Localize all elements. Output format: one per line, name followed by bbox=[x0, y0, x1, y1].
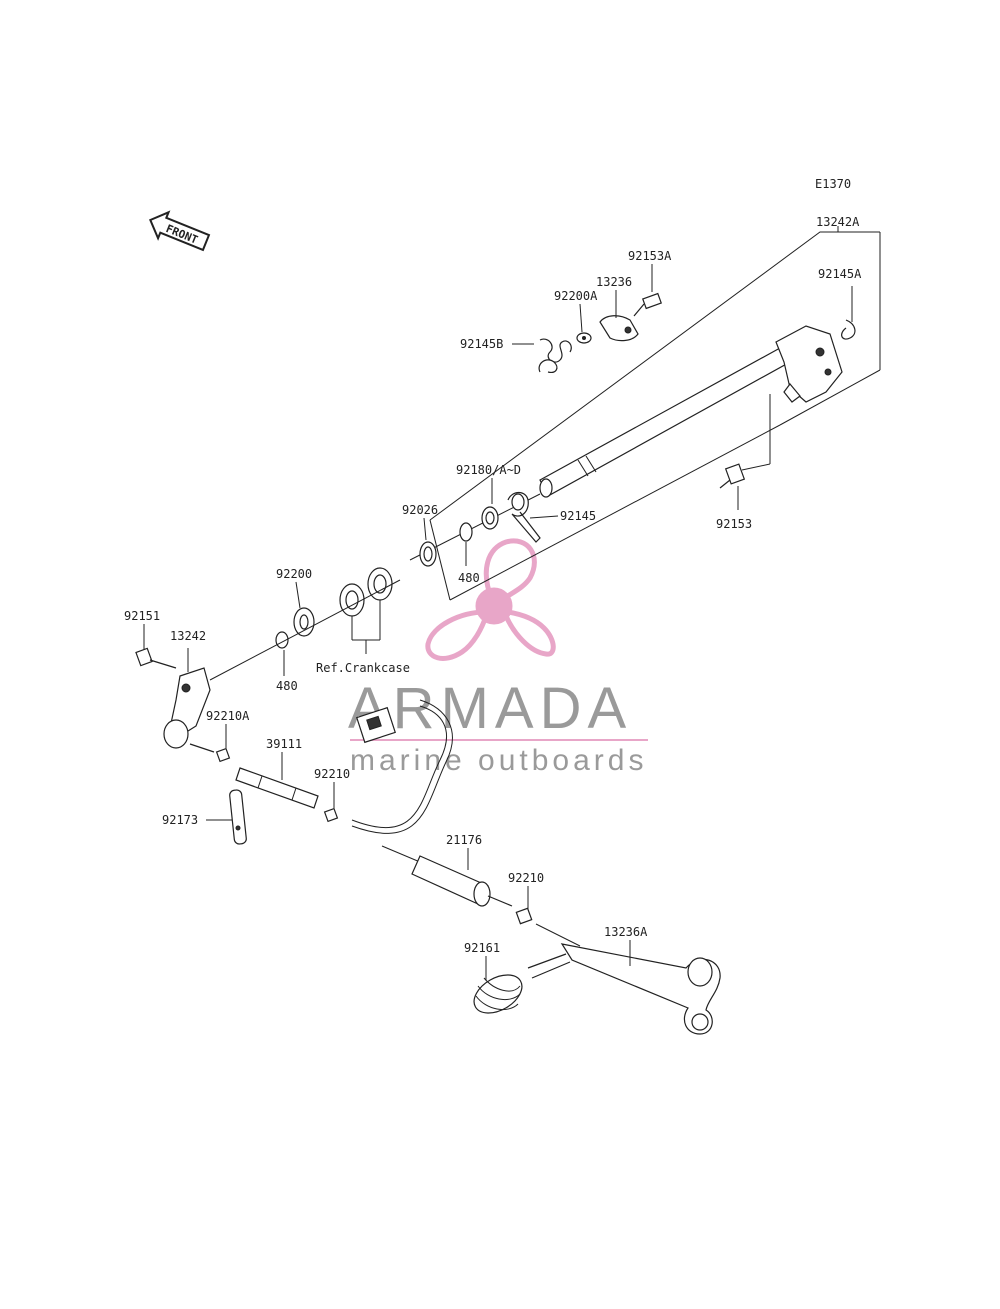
label-13236A[interactable]: 13236A bbox=[604, 925, 648, 939]
label-92161[interactable]: 92161 bbox=[464, 941, 500, 955]
label-39111[interactable]: 39111 bbox=[266, 737, 302, 751]
circlip-480-lower bbox=[275, 631, 289, 676]
clamp-92173 bbox=[206, 789, 247, 845]
front-arrow-icon: FRONT bbox=[149, 210, 211, 252]
label-92200A[interactable]: 92200A bbox=[554, 289, 598, 303]
washer-92200 bbox=[293, 581, 315, 637]
shift-pedal-13236A bbox=[527, 940, 721, 1035]
shift-sensor-21176 bbox=[351, 699, 513, 907]
circlip-480-upper bbox=[459, 522, 473, 566]
nut-92210-upper bbox=[323, 782, 339, 823]
label-92173[interactable]: 92173 bbox=[162, 813, 198, 827]
upper-small-parts bbox=[512, 264, 662, 373]
label-92180[interactable]: 92180/A~D bbox=[456, 463, 521, 477]
washer-92026 bbox=[419, 517, 437, 567]
label-92145A[interactable]: 92145A bbox=[818, 267, 862, 281]
tie-rod-39111 bbox=[235, 752, 319, 809]
label-13242[interactable]: 13242 bbox=[170, 629, 206, 643]
label-92026[interactable]: 92026 bbox=[402, 503, 438, 517]
washer-92180 bbox=[481, 478, 499, 530]
label-13242A[interactable]: 13242A bbox=[816, 215, 860, 229]
label-13236[interactable]: 13236 bbox=[596, 275, 632, 289]
oil-seal-bearing bbox=[339, 567, 393, 654]
label-21176[interactable]: 21176 bbox=[446, 833, 482, 847]
watermark-subtitle: marine outboards bbox=[350, 744, 647, 777]
label-92151[interactable]: 92151 bbox=[124, 609, 160, 623]
label-92210-lower[interactable]: 92210 bbox=[508, 871, 544, 885]
shaft-axis-line bbox=[209, 579, 401, 681]
label-92153[interactable]: 92153 bbox=[716, 517, 752, 531]
label-ref-crankcase: Ref.Crankcase bbox=[316, 661, 410, 675]
label-92145[interactable]: 92145 bbox=[560, 509, 596, 523]
part-labels: 13242A 92153A 13236 92200A 92145B 92145A… bbox=[124, 215, 862, 955]
nut-92210A bbox=[189, 724, 231, 763]
shift-shaft bbox=[409, 325, 843, 561]
propeller-logo-icon bbox=[425, 538, 556, 661]
frame-lines bbox=[429, 226, 881, 601]
pedal-rubber-92161 bbox=[473, 956, 523, 1014]
label-92145B[interactable]: 92145B bbox=[460, 337, 503, 351]
label-92153A[interactable]: 92153A bbox=[628, 249, 672, 263]
spring-clip-92145A bbox=[841, 286, 856, 340]
label-480-lower[interactable]: 480 bbox=[276, 679, 298, 693]
lever-13242 bbox=[163, 648, 211, 749]
label-92200[interactable]: 92200 bbox=[276, 567, 312, 581]
watermark: ARMADA marine outboards bbox=[348, 538, 648, 777]
label-92210-upper[interactable]: 92210 bbox=[314, 767, 350, 781]
nut-92210-lower bbox=[515, 886, 581, 947]
diagram-code: E1370 bbox=[815, 177, 851, 191]
spring-92145 bbox=[507, 491, 559, 543]
label-480-upper[interactable]: 480 bbox=[458, 571, 480, 585]
bolt-92153 bbox=[719, 394, 771, 510]
label-92210A[interactable]: 92210A bbox=[206, 709, 250, 723]
bolt-92151 bbox=[135, 624, 177, 669]
